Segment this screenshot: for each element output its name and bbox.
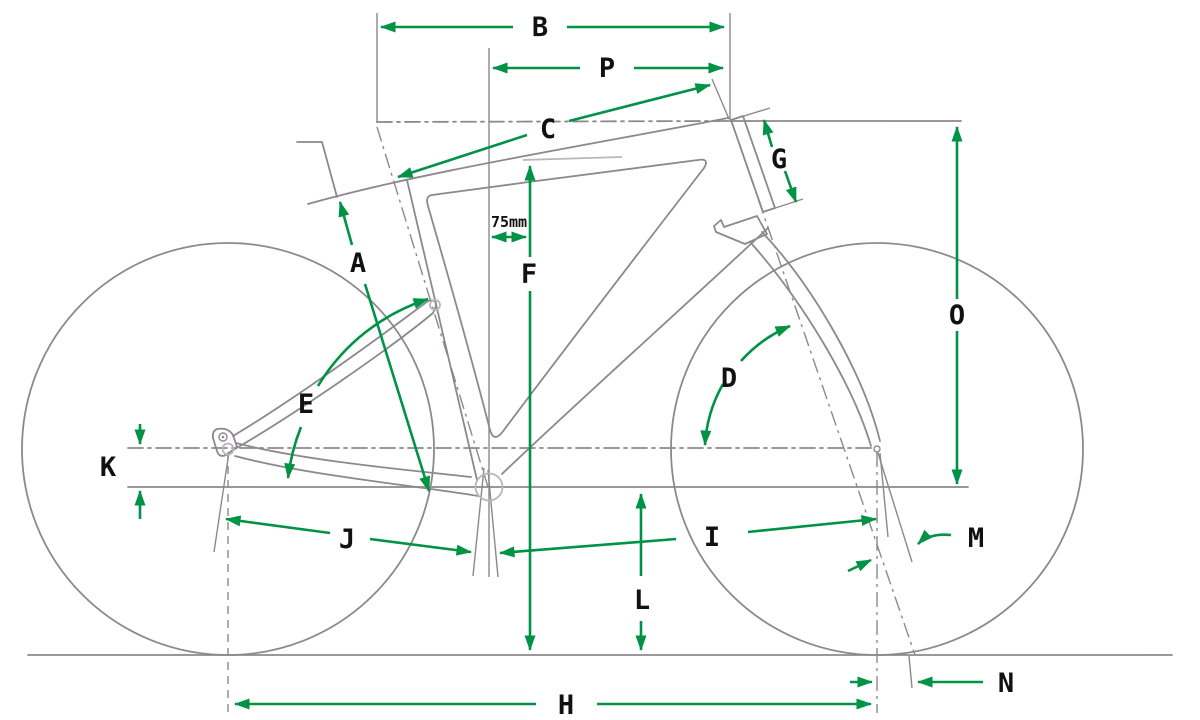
dim-label-o: O bbox=[949, 300, 965, 331]
fork-blade-rear bbox=[750, 242, 872, 447]
fork-extension-tick-2 bbox=[879, 452, 889, 538]
dimension-O: O bbox=[949, 126, 965, 485]
steering-axis-ground-tick bbox=[908, 655, 913, 689]
rear-dropout-bolt bbox=[218, 432, 228, 442]
standover-tick bbox=[522, 156, 623, 161]
dim-label-75mm: 75mm bbox=[491, 213, 527, 231]
dim-label-c: C bbox=[540, 114, 556, 145]
rear-dropout bbox=[211, 427, 238, 457]
wheels bbox=[21, 242, 1084, 656]
dimension-J: J bbox=[225, 515, 472, 556]
head-tube-top-ext bbox=[730, 107, 771, 121]
dim-label-i: I bbox=[704, 522, 720, 553]
bottom-bracket bbox=[474, 472, 504, 502]
reference-lines bbox=[27, 13, 1173, 713]
dim-label-f: F bbox=[521, 259, 537, 290]
dim-label-d: D bbox=[721, 363, 737, 394]
dim-label-k: K bbox=[100, 452, 117, 483]
top-tube-edge bbox=[307, 117, 729, 205]
dim-label-j: J bbox=[339, 524, 355, 555]
dim-label-b: B bbox=[532, 12, 548, 43]
chain-stay-top bbox=[235, 442, 472, 478]
dimension-F: F bbox=[521, 165, 537, 651]
dimension-L: L bbox=[634, 493, 650, 651]
seat-stay-cap bbox=[427, 299, 437, 314]
main-triangle-inner bbox=[426, 158, 707, 438]
fork-crown bbox=[713, 215, 768, 245]
seatpost-mark bbox=[296, 141, 338, 198]
rear-dropout-bolt-dot bbox=[221, 435, 225, 439]
dimension-E: E bbox=[284, 297, 429, 479]
dimension-B: B bbox=[380, 12, 725, 43]
dimension-D: D bbox=[700, 324, 791, 446]
dimension-M: M bbox=[847, 523, 984, 573]
dimension-bb-offset: 75mm bbox=[491, 213, 527, 243]
down-tube-edge bbox=[501, 227, 769, 475]
seattube-axis bbox=[376, 126, 489, 488]
dimension-H: H bbox=[234, 690, 872, 720]
dimension-K: K bbox=[100, 424, 146, 519]
dimension-P: P bbox=[492, 53, 724, 84]
bb-tick-left bbox=[472, 467, 485, 577]
seat-tube-edge bbox=[406, 179, 478, 481]
dim-label-a: A bbox=[350, 248, 366, 279]
front-axle bbox=[873, 445, 881, 453]
chain-stay-bottom bbox=[234, 455, 479, 497]
toptube-front-tick bbox=[711, 78, 730, 120]
dim-label-n: N bbox=[998, 668, 1014, 699]
dim-label-g: G bbox=[771, 144, 787, 175]
rear-axle bbox=[221, 442, 235, 456]
seat-stay-bottom bbox=[234, 312, 434, 450]
seat-stay-pivot bbox=[429, 299, 441, 311]
seat-stay-top bbox=[232, 300, 429, 437]
dimension-C: C bbox=[397, 83, 711, 179]
bb-tick-right bbox=[487, 469, 499, 578]
dimension-G: G bbox=[762, 119, 798, 203]
rear-axle-tick bbox=[213, 451, 230, 553]
fork-blade-front bbox=[761, 231, 881, 442]
dimension-I: I bbox=[499, 514, 877, 558]
dim-label-m: M bbox=[968, 523, 984, 554]
fork-extension-tick bbox=[877, 452, 913, 563]
dim-label-l: L bbox=[634, 585, 650, 616]
headtop-level-dash bbox=[376, 120, 730, 123]
dim-label-p: P bbox=[599, 53, 615, 84]
dimension-N: N bbox=[850, 668, 1014, 699]
dimension-A: A bbox=[338, 201, 431, 492]
dim-label-h: H bbox=[558, 690, 574, 720]
dim-label-e: E bbox=[298, 389, 314, 420]
